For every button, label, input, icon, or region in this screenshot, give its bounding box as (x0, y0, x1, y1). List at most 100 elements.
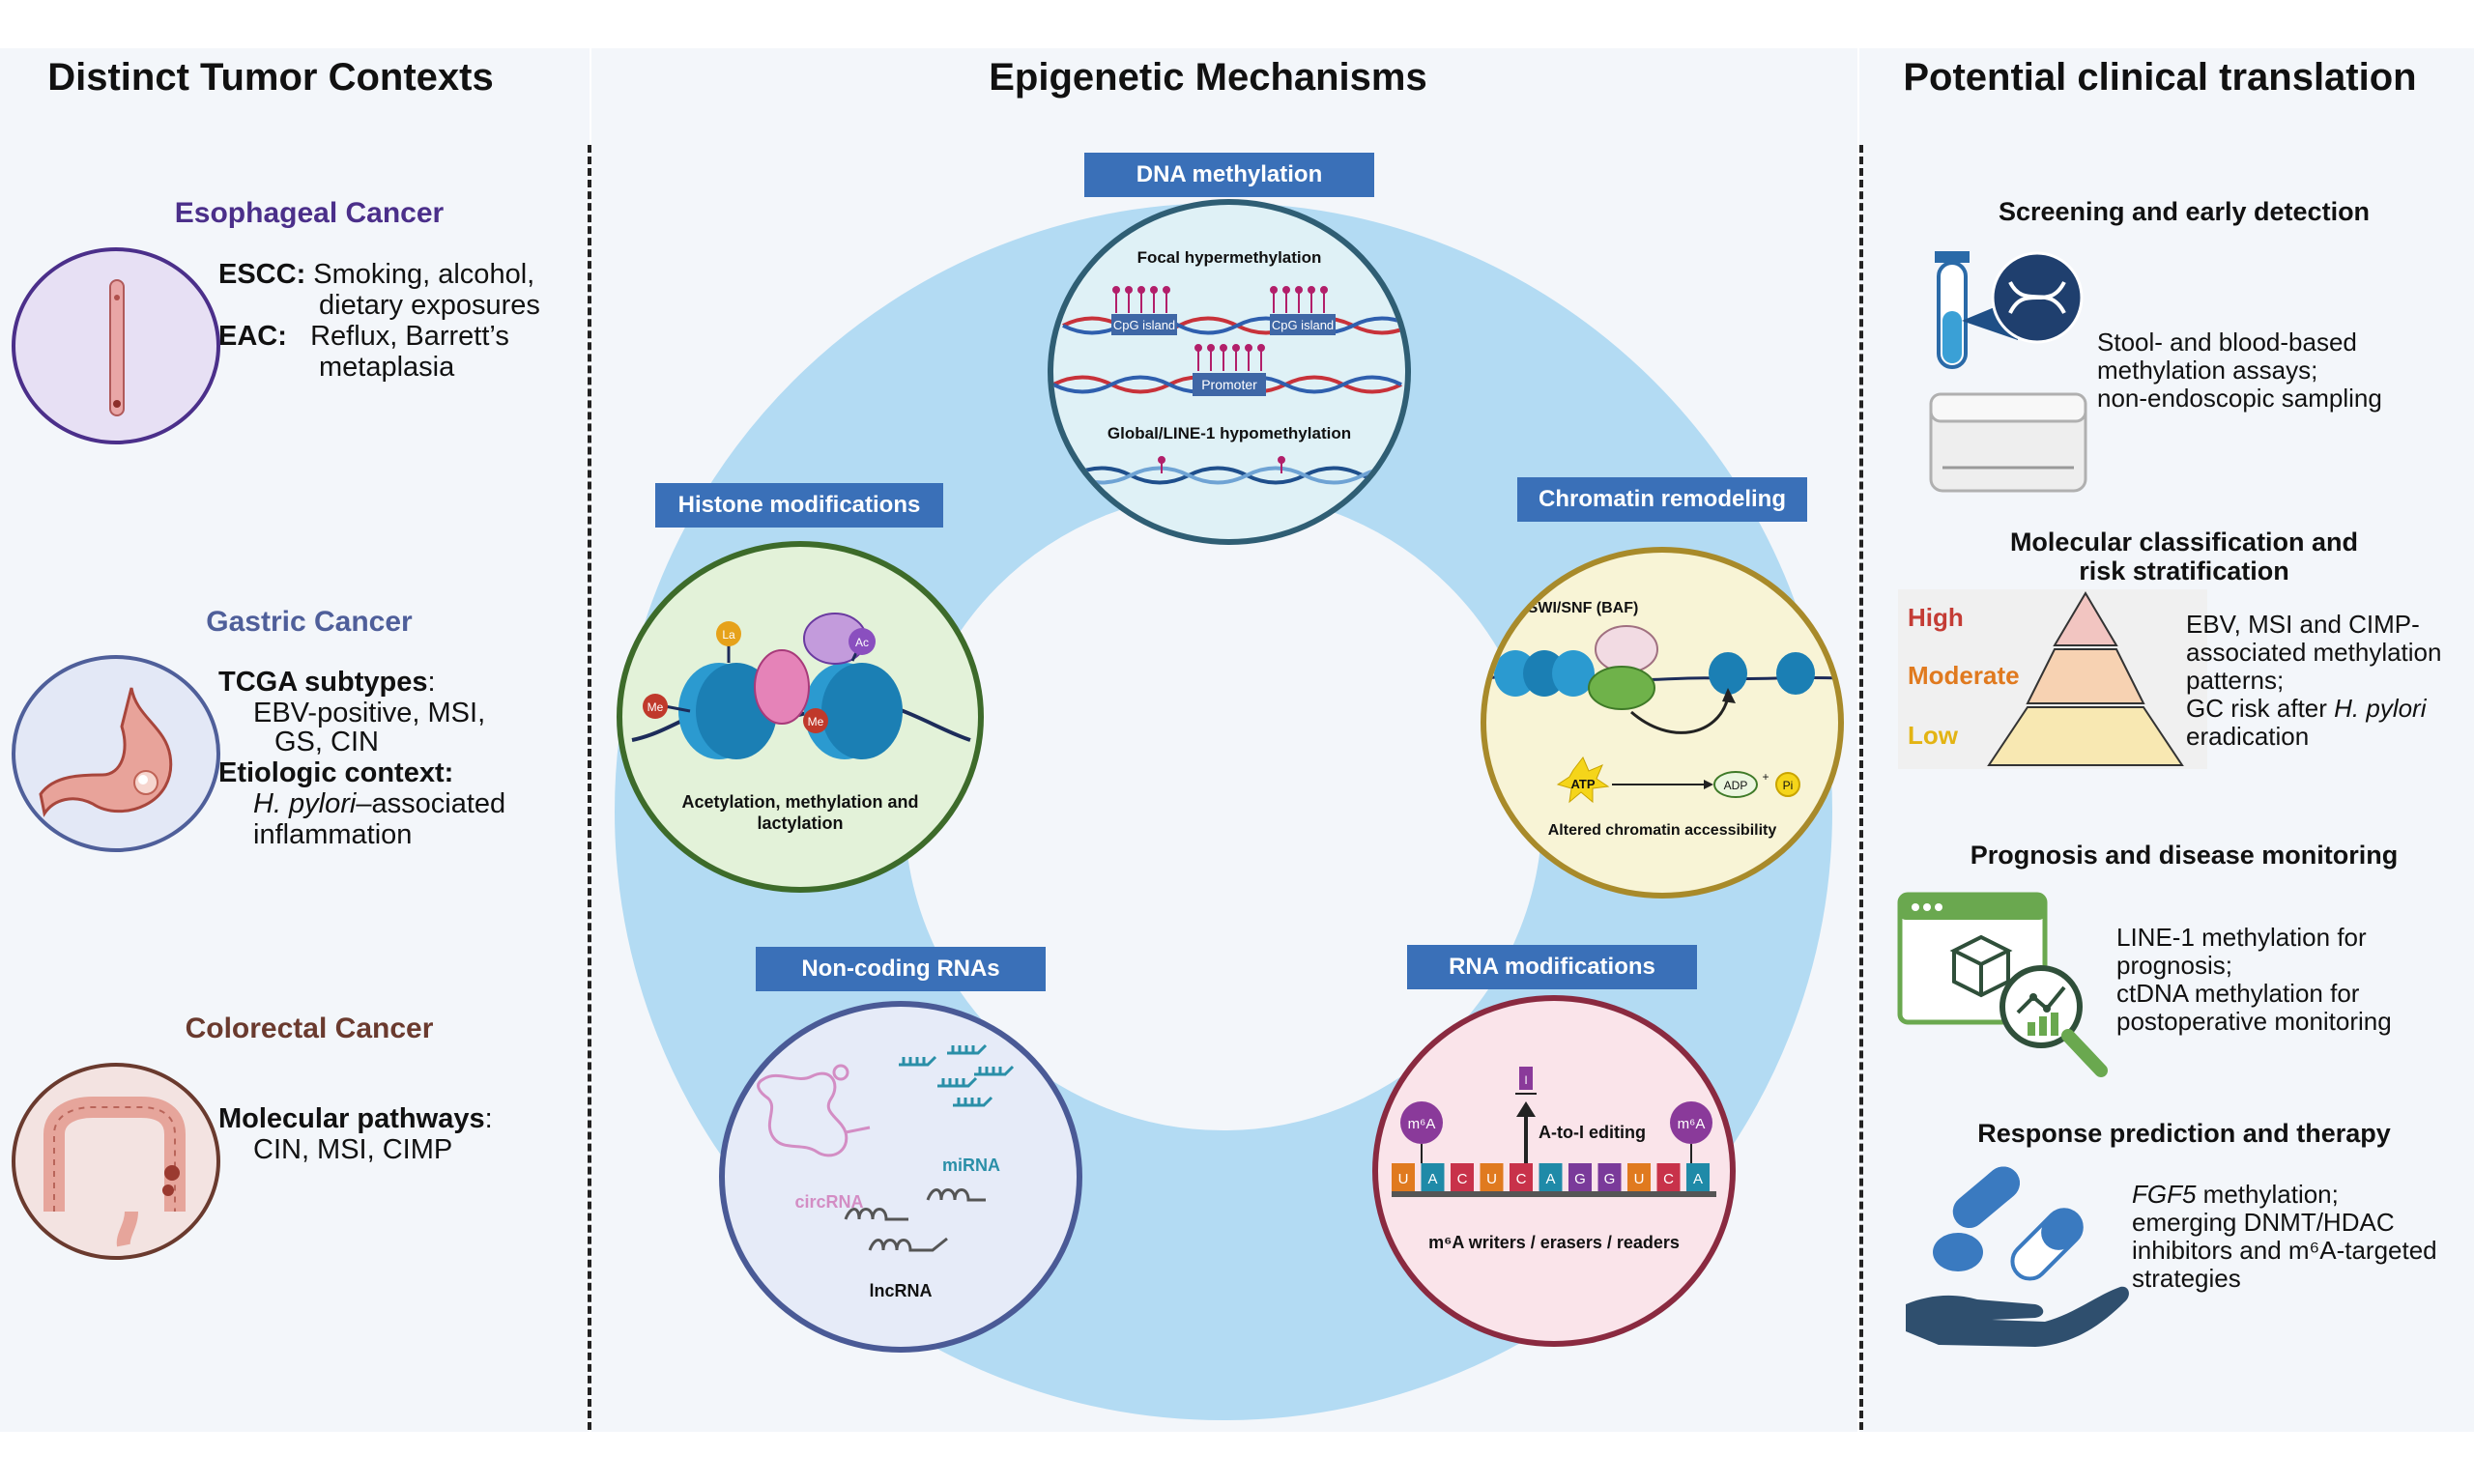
rna-base-letter: U (1398, 1171, 1409, 1187)
tcga-line1: EBV-positive, MSI, (253, 698, 486, 728)
eac-line1: EAC: Reflux, Barrett’s (218, 321, 509, 352)
prognosis-line4: postoperative monitoring (2116, 1007, 2392, 1036)
rna-base-letter: G (1604, 1171, 1616, 1187)
ac-mark: Ac (855, 636, 869, 649)
rna-base-letter: A (1693, 1171, 1703, 1187)
mirna-label: miRNA (942, 1156, 1000, 1175)
stomach-icon (12, 655, 220, 852)
etio-label: Etiologic context: (218, 757, 454, 788)
classification-title-1: Molecular classification and (2009, 528, 2359, 556)
rna-base-block (1421, 1163, 1445, 1192)
editing-label: A-to-I editing (1539, 1123, 1646, 1142)
inosine-mark: I (1524, 1073, 1527, 1087)
m6a-mark-1: m⁶A (1408, 1116, 1436, 1132)
classification-line5: eradication (2186, 722, 2310, 751)
prognosis-line1: LINE-1 methylation for (2116, 923, 2367, 952)
screening-title: Screening and early detection (1998, 197, 2371, 226)
circrna-label: circRNA (794, 1192, 863, 1212)
classification-line4: GC risk after H. pylori (2186, 694, 2427, 723)
tcga-line2: GS, CIN (274, 727, 379, 757)
rna-base-letter: C (1457, 1171, 1468, 1187)
right-header: Potential clinical translation (1903, 56, 2417, 99)
focal-label: Focal hypermethylation (1137, 248, 1322, 267)
risk-pyramid (1898, 589, 2207, 769)
gastric-title: Gastric Cancer (206, 606, 413, 638)
screening-icons (1923, 243, 2097, 504)
therapy-title: Response prediction and therapy (1977, 1119, 2391, 1148)
chromatin-remodeling-label: Chromatin remodeling (1517, 477, 1807, 522)
promoter-label: Promoter (1201, 377, 1257, 392)
rna-base-block (1627, 1163, 1651, 1192)
classification-line2: associated methylation (2186, 638, 2442, 667)
prognosis-line3: ctDNA methylation for (2116, 979, 2360, 1008)
screening-line1: Stool- and blood-based (2097, 328, 2357, 357)
cpg-island-2: CpG island (1272, 318, 1334, 332)
risk-moderate: Moderate (1908, 661, 2020, 690)
rna-base-letter: U (1486, 1171, 1497, 1187)
classification-line1: EBV, MSI and CIMP- (2186, 610, 2420, 639)
dna-methylation-circle: Focal hypermethylation (1048, 199, 1411, 545)
therapy-line2: emerging DNMT/HDAC (2132, 1208, 2395, 1237)
rna-base-block (1539, 1163, 1563, 1192)
histone-caption-2: lactylation (757, 813, 843, 833)
rna-modifications-label: RNA modifications (1407, 945, 1697, 989)
eac-line2: metaplasia (319, 352, 455, 383)
center-header: Epigenetic Mechanisms (989, 56, 1427, 99)
rna-base-block (1568, 1163, 1592, 1192)
rna-base-letter: U (1634, 1171, 1645, 1187)
screening-line2: methylation assays; (2097, 356, 2318, 385)
risk-low: Low (1908, 721, 1958, 750)
histone-caption-1: Acetylation, methylation and (681, 792, 918, 812)
atp-label: ATP (1570, 777, 1595, 791)
esophageal-title: Esophageal Cancer (174, 197, 445, 229)
plus-label: + (1762, 770, 1769, 784)
pi-label: Pi (1783, 779, 1794, 792)
cpg-island-1: CpG island (1113, 318, 1175, 332)
classification-line3: patterns; (2186, 666, 2285, 695)
left-divider (588, 145, 591, 1430)
noncoding-rnas-label: Non-coding RNAs (756, 947, 1046, 991)
rna-base-block (1656, 1163, 1681, 1192)
left-header: Distinct Tumor Contexts (47, 56, 494, 99)
rna-base-block (1451, 1163, 1474, 1192)
adp-label: ADP (1724, 779, 1748, 792)
chromatin-circle: SWI/SNF (BAF) ATP ADP + Pi Altered chrom… (1481, 547, 1844, 899)
rna-base-block (1480, 1163, 1504, 1192)
risk-high: High (1908, 603, 1964, 632)
rna-base-block (1392, 1163, 1415, 1192)
therapy-hand-icon (1900, 1159, 2132, 1353)
mol-line2: CIN, MSI, CIMP (253, 1134, 453, 1165)
rna-base-letter: C (1663, 1171, 1674, 1187)
rna-base-block (1510, 1163, 1533, 1192)
therapy-line3: inhibitors and m⁶A-targeted (2132, 1236, 2437, 1265)
classification-title-2: risk stratification (2079, 556, 2289, 585)
tcga-line: TCGA subtypes: (218, 667, 436, 698)
rna-caption: m⁶A writers / erasers / readers (1428, 1233, 1680, 1252)
m6a-mark-2: m⁶A (1678, 1116, 1706, 1132)
rna-base-letter: A (1427, 1171, 1437, 1187)
me-mark-2: Me (808, 715, 824, 728)
histone-circle: Me La Ac Me Acetylation, methylation and… (617, 541, 984, 893)
etio-line1: H. pylori–associated (253, 788, 506, 819)
chromatin-caption: Altered chromatin accessibility (1548, 822, 1777, 839)
therapy-line1: FGF5 methylation; (2132, 1180, 2339, 1209)
screening-line3: non-endoscopic sampling (2097, 384, 2382, 413)
right-divider (1859, 145, 1863, 1430)
ncrna-circle: circRNA miRNA lncRNA (719, 1001, 1082, 1353)
colorectal-title: Colorectal Cancer (185, 1013, 434, 1044)
rna-base-block (1686, 1163, 1710, 1192)
la-mark: La (722, 628, 735, 642)
etio-line2: inflammation (253, 819, 413, 850)
histone-modifications-label: Histone modifications (655, 483, 943, 528)
prognosis-line2: prognosis; (2116, 951, 2232, 980)
swi-snf-label: SWI/SNF (BAF) (1528, 600, 1639, 616)
rna-base-letter: G (1574, 1171, 1586, 1187)
me-mark-1: Me (647, 700, 664, 714)
monitoring-icon (1894, 891, 2116, 1084)
lncrna-label: lncRNA (869, 1281, 932, 1300)
rna-base-letter: C (1516, 1171, 1527, 1187)
global-label: Global/LINE-1 hypomethylation (1108, 424, 1351, 442)
